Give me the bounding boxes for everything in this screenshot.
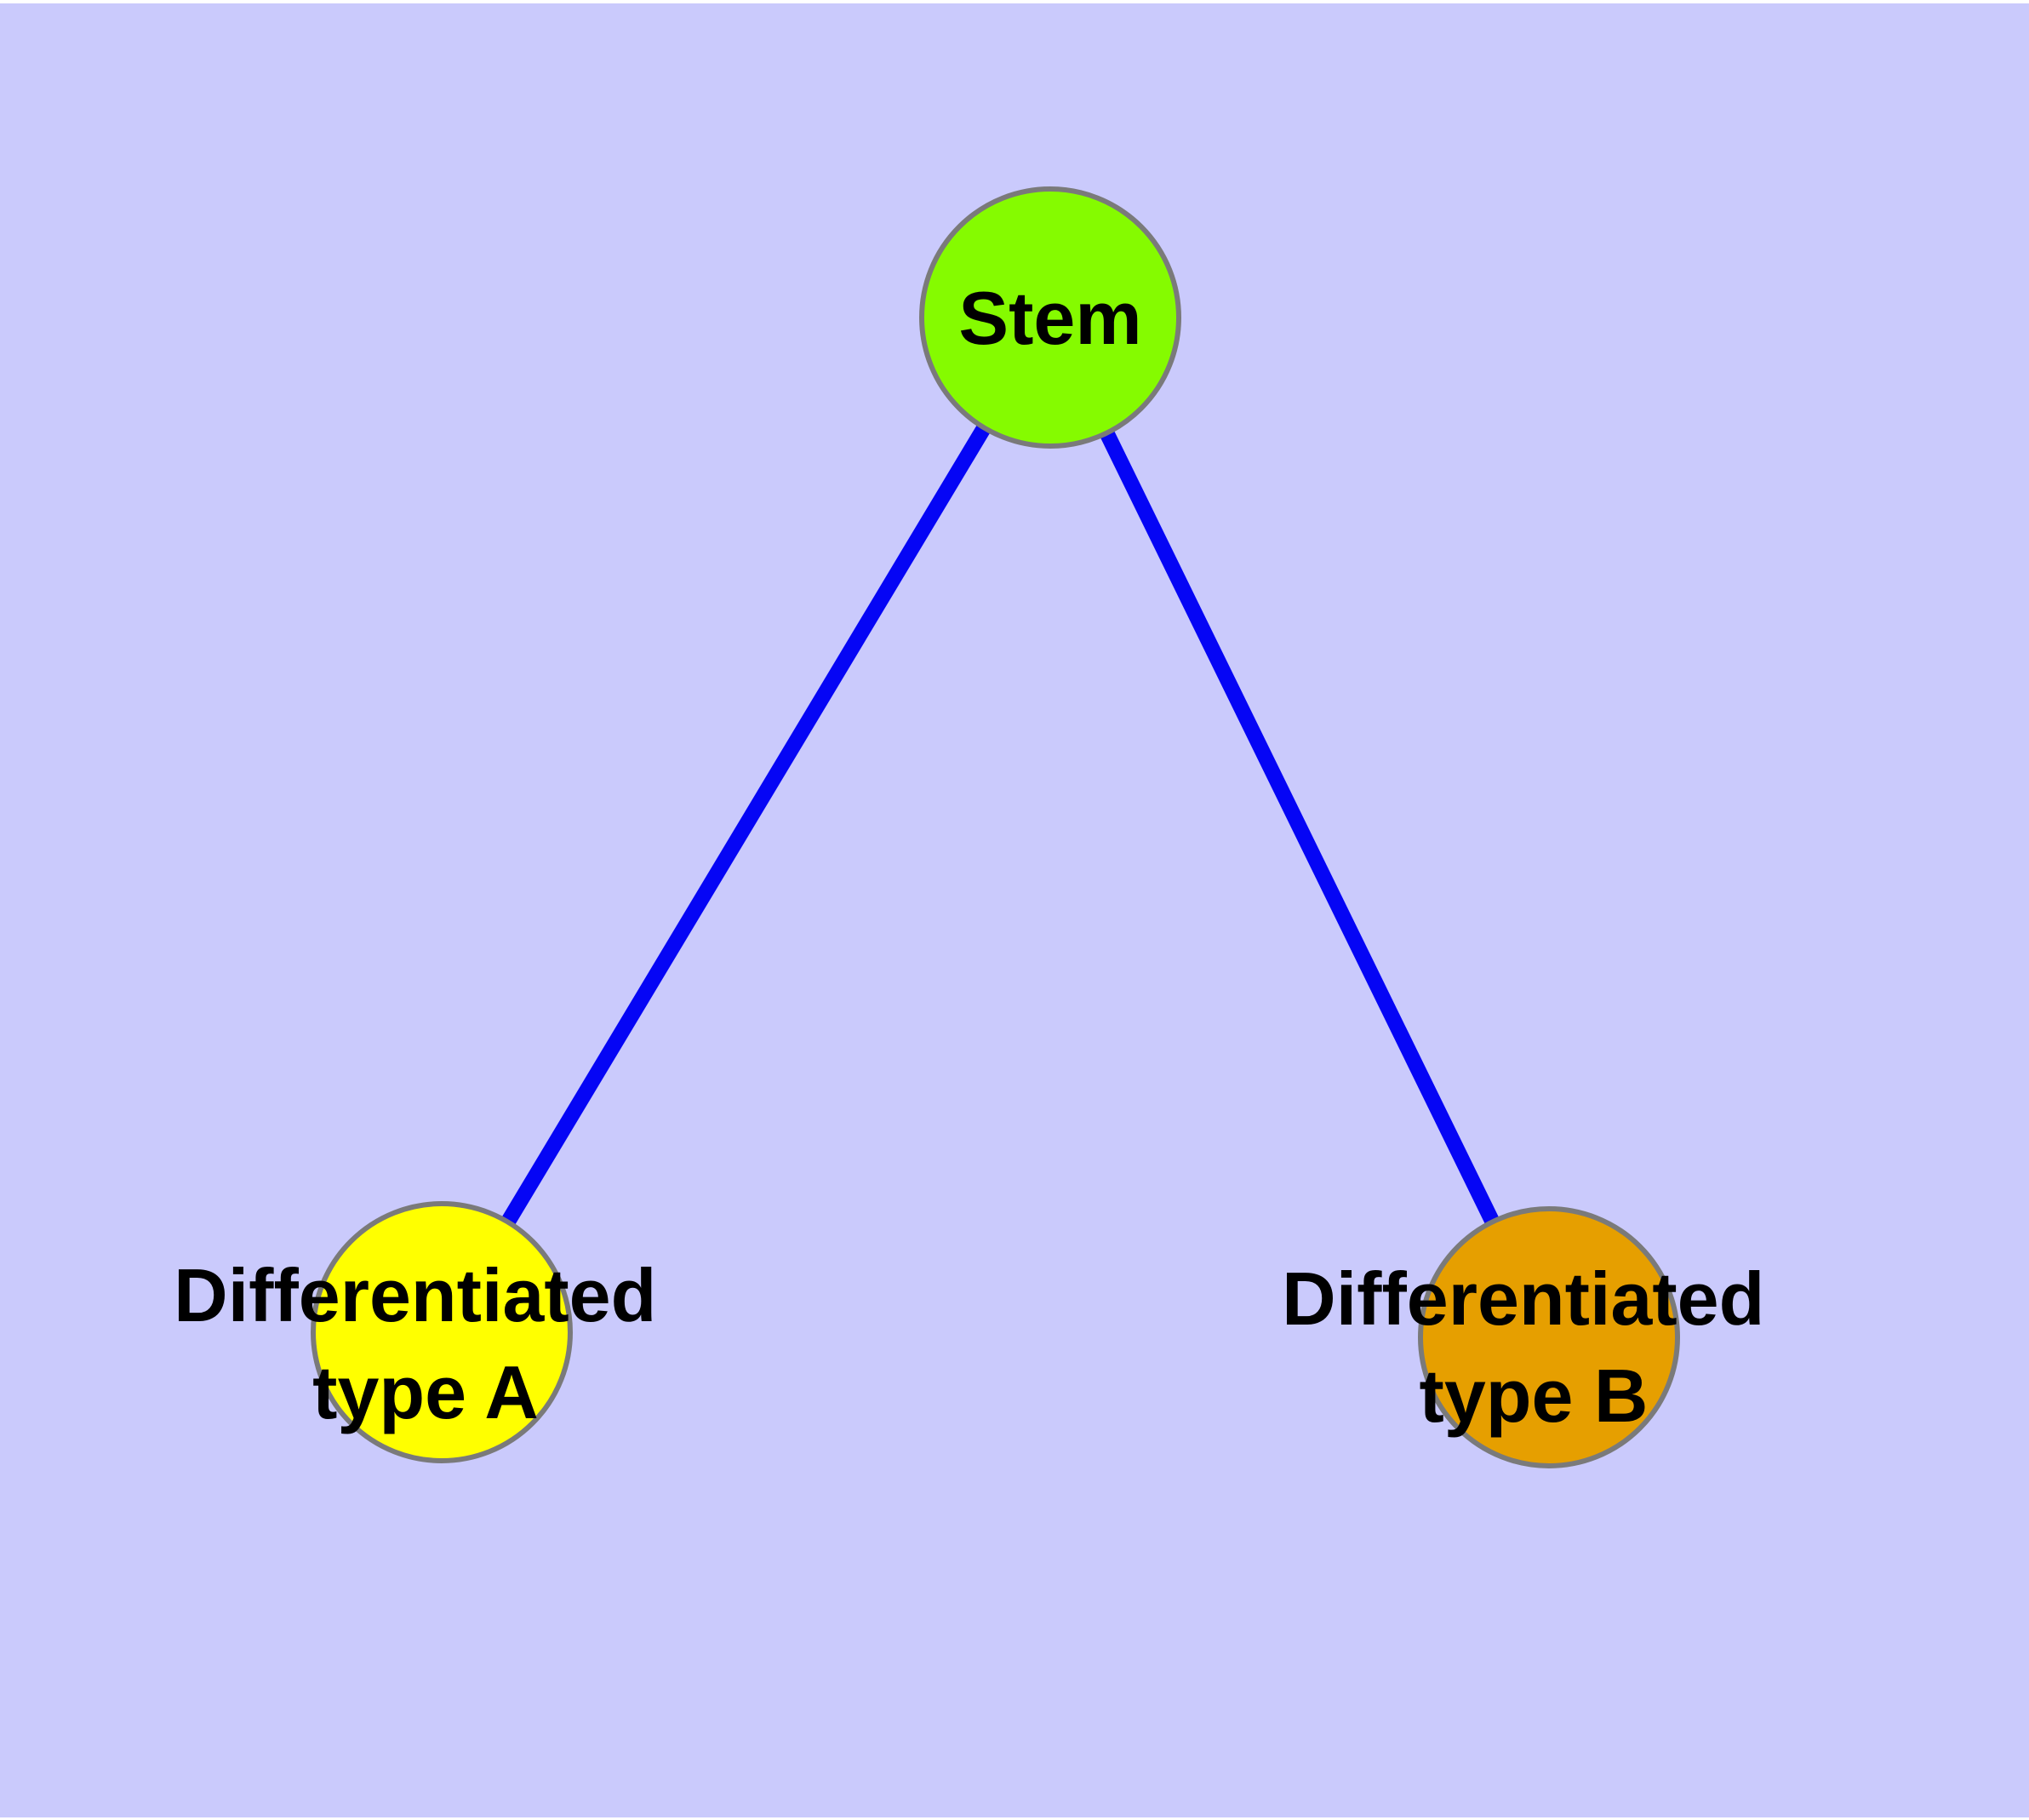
node-differentiated-type-b-circle	[1418, 1206, 1680, 1468]
node-stem-label: Stem	[958, 276, 1141, 360]
node-differentiated-type-b-label-line2: type B	[1420, 1354, 1649, 1438]
edge-stem-to-type-a	[435, 313, 1057, 1336]
edge-stem-to-type-b	[1043, 314, 1557, 1341]
node-differentiated-type-a-label: Differentiated type A	[174, 1253, 677, 1434]
node-stem-circle	[919, 186, 1181, 449]
node-differentiated-type-b-label-line1: Differentiated	[1282, 1256, 1764, 1341]
node-differentiated-type-a-circle	[311, 1201, 573, 1463]
node-differentiated-type-a-label-line2: type A	[312, 1350, 539, 1434]
node-differentiated-type-b-label: Differentiated type B	[1282, 1256, 1786, 1438]
node-differentiated-type-a-label-line1: Differentiated	[174, 1253, 656, 1337]
